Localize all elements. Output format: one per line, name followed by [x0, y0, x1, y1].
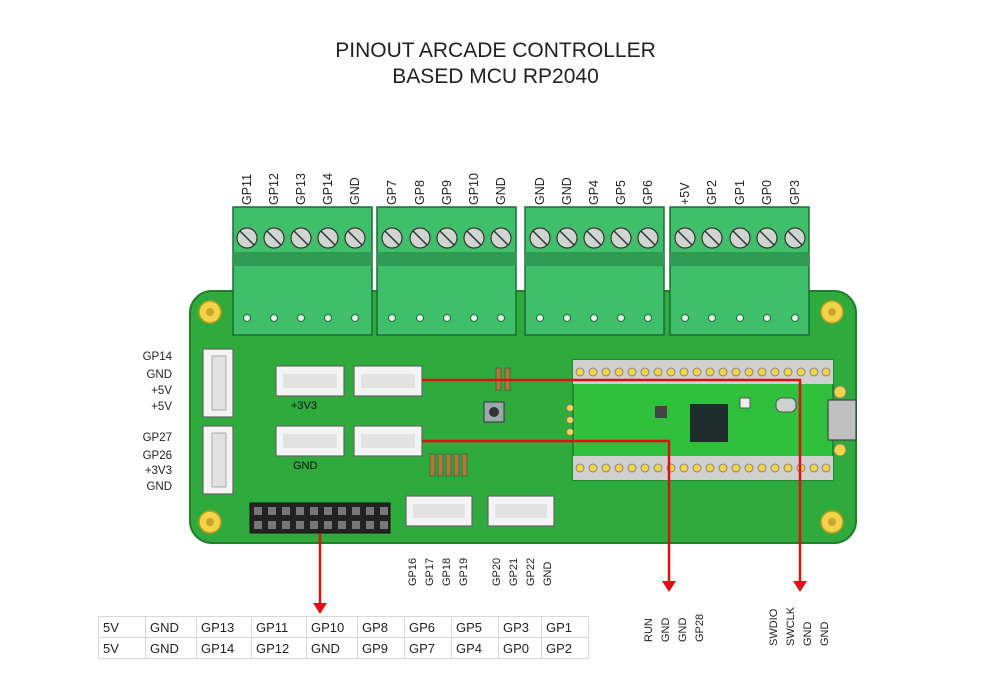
terminal-pin-label: GP11 — [240, 173, 254, 205]
terminal-pin-label: GP14 — [321, 173, 335, 205]
terminal-pin-label: GND — [533, 177, 547, 205]
connector-label-gnd: GND — [293, 460, 318, 472]
connector-label-3v3: +3V3 — [291, 400, 317, 412]
right-pin-label: GND — [660, 617, 672, 642]
table-cell: GP9 — [357, 637, 405, 659]
terminal-pin-label: GP3 — [788, 179, 802, 205]
terminal-pin-label: GP4 — [587, 179, 601, 205]
right-pin-label: GND — [677, 617, 689, 642]
right-pin-label: GP28 — [694, 613, 706, 642]
terminal-pin-label: GND — [494, 177, 508, 205]
terminal-pin-label: GP2 — [705, 179, 719, 205]
left-pin-label: GP27 — [142, 432, 172, 444]
table-cell: GP7 — [404, 637, 452, 659]
terminal-pin-label: GP6 — [641, 179, 655, 205]
jst-connector-bottom-right — [487, 495, 555, 527]
table-cell: GP5 — [451, 616, 499, 638]
diagram-title: PINOUT ARCADE CONTROLLER BASED MCU RP204… — [0, 38, 991, 90]
left-pin-label: +3V3 — [144, 465, 172, 477]
table-cell: GP4 — [451, 637, 499, 659]
title-line-2: BASED MCU RP2040 — [392, 65, 599, 88]
left-pin-label: GP26 — [142, 450, 172, 462]
jst-connector-b — [353, 365, 423, 397]
terminal-pin-label: GP0 — [760, 179, 774, 205]
terminal-pin-label: +5V — [678, 182, 692, 205]
bottom-pin-label: GP20 — [491, 557, 503, 586]
left-pin-label: +5V — [151, 385, 172, 397]
table-cell: GP1 — [541, 616, 589, 638]
terminal-pin-label: GP5 — [614, 179, 628, 205]
terminal-pin-label: GP8 — [413, 179, 427, 205]
bottom-pin-label: GP16 — [407, 557, 419, 586]
terminal-pin-label: GP9 — [440, 179, 454, 205]
bottom-pin-label: GP19 — [458, 557, 470, 586]
pico-module — [572, 359, 857, 481]
terminal-pin-label: GP7 — [385, 179, 399, 205]
right-pin-label: RUN — [643, 618, 655, 642]
table-cell: GP2 — [541, 637, 589, 659]
table-cell: 5V — [98, 637, 146, 659]
terminal-pin-label: GP12 — [267, 173, 281, 205]
table-cell: GND — [145, 637, 197, 659]
title-line-1: PINOUT ARCADE CONTROLLER — [335, 39, 656, 62]
left-connector-upper — [202, 348, 234, 418]
terminal-pin-label: GND — [348, 177, 362, 205]
table-cell: 5V — [98, 616, 146, 638]
table-cell: GP14 — [196, 637, 252, 659]
arrow-swd-connector — [422, 378, 807, 592]
jst-connector-a — [275, 365, 345, 397]
terminal-pin-label: GP1 — [733, 179, 747, 205]
header-pinout-table: 5V GND GP13 GP11 GP10 GP8 GP6 GP5 GP3 GP… — [98, 616, 589, 659]
left-pin-label: GND — [146, 369, 172, 381]
right-pin-label: GND — [802, 621, 814, 646]
table-cell: GP10 — [306, 616, 358, 638]
jst-connector-bottom-left — [405, 495, 473, 527]
terminal-block-1 — [232, 206, 373, 336]
table-cell: GP13 — [196, 616, 252, 638]
left-pin-label: GP14 — [142, 351, 172, 363]
table-cell: GP8 — [357, 616, 405, 638]
right-pin-label: SWDIO — [768, 608, 780, 646]
bottom-pin-label: GP18 — [441, 557, 453, 586]
table-cell: GND — [306, 637, 358, 659]
jst-connector-d — [353, 425, 423, 457]
jst-connector-c — [275, 425, 345, 457]
table-cell: GP3 — [498, 616, 542, 638]
terminal-pin-label: GND — [560, 177, 574, 205]
left-connector-lower — [202, 425, 234, 495]
bottom-pin-label: GND — [542, 561, 554, 586]
table-cell: GP0 — [498, 637, 542, 659]
terminal-pin-label: GP10 — [467, 173, 481, 205]
left-pin-label: +5V — [151, 401, 172, 413]
table-cell: GP6 — [404, 616, 452, 638]
table-row: 5V GND GP13 GP11 GP10 GP8 GP6 GP5 GP3 GP… — [98, 616, 589, 638]
table-cell: GP11 — [251, 616, 307, 638]
left-pin-label: GND — [146, 481, 172, 493]
table-cell: GP12 — [251, 637, 307, 659]
arrow-run-connector — [422, 439, 676, 592]
bottom-pin-label: GP22 — [525, 557, 537, 586]
arrow-header — [313, 533, 327, 614]
right-pin-label: SWCLK — [785, 606, 797, 646]
table-row: 5V GND GP14 GP12 GND GP9 GP7 GP4 GP0 GP2 — [98, 637, 589, 659]
right-pin-label: GND — [819, 621, 831, 646]
bottom-pin-label: GP21 — [508, 557, 520, 586]
table-cell: GND — [145, 616, 197, 638]
terminal-pin-label: GP13 — [294, 173, 308, 205]
bottom-pin-label: GP17 — [424, 557, 436, 586]
terminal-block-2 — [376, 206, 517, 336]
